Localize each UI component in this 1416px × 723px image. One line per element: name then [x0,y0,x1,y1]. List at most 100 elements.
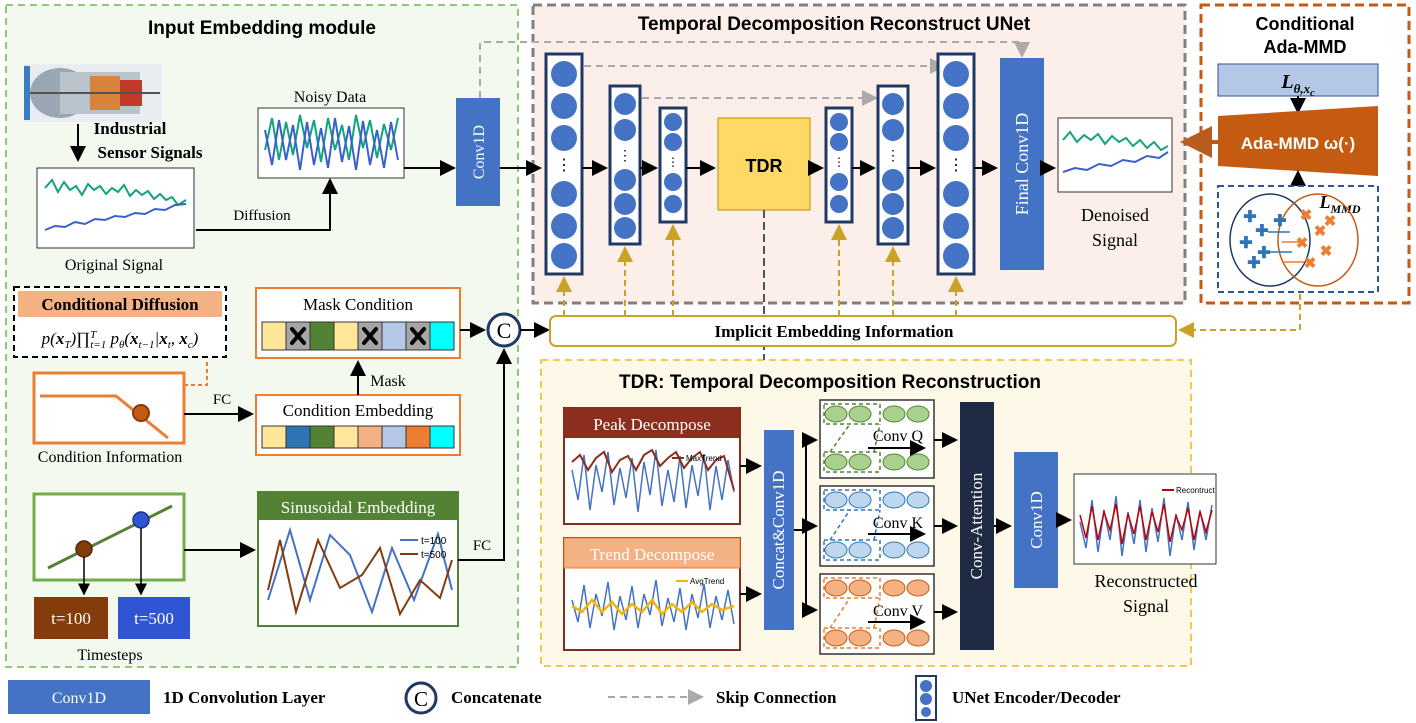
fc-label-1: FC [213,392,231,408]
unet-decoder-block-2: ⋮ [876,84,910,246]
tdr-conv1d-label: Conv1D [1027,491,1046,549]
legend-skip-desc: Skip Connection [716,688,837,707]
svg-text:✖: ✖ [1296,236,1309,252]
svg-text:⋮: ⋮ [833,155,845,169]
trend-signal-blue [571,579,735,631]
conv-v-block [819,573,935,655]
legend-concat-desc: Concatenate [451,688,542,707]
original-signal-green [44,178,187,207]
svg-text:⋮: ⋮ [618,149,632,164]
svg-text:⋮: ⋮ [556,157,572,174]
t500-box [118,597,190,639]
concat-symbol-letter: C [497,318,512,343]
condition-embedding-vector [261,425,455,449]
t100-box [34,597,108,639]
final-conv1d-block[interactable] [1000,58,1044,270]
reconstructed-label-2: Signal [1123,596,1169,616]
condition-to-formula-dashed [184,360,208,386]
legend-conv1d-desc: 1D Convolution Layer [163,688,326,707]
legend-conv1d-swatch [8,680,150,714]
unet-title: Temporal Decomposition Reconstruct UNet [638,14,1031,35]
implicit-embedding-bar [549,315,1177,347]
concat-conv1d-block[interactable] [764,430,794,630]
condition-information-box [32,371,186,445]
conv-k-label: Conv K [873,515,924,532]
tdr-block-label: TDR [746,156,783,176]
svg-text:✖: ✖ [1324,214,1337,230]
conv-attention-label: Conv-Attention [967,472,986,579]
legend-t100-text: t=100 [421,536,447,547]
noisy-signal-green [264,114,399,163]
denoised-label-2: Signal [1092,230,1138,250]
tdr-block[interactable] [717,117,811,211]
timestep-100-point [75,540,93,558]
sinusoidal-embedding-header [258,492,458,520]
svg-text:⋮: ⋮ [948,157,964,174]
skip-connection-outer [479,41,1030,98]
legend-unet-icon [915,675,937,721]
legend-conv1d-text: Conv1D [52,690,106,707]
avgtrend-legend-text: AvgTrend [690,577,724,586]
t500-label: t=500 [134,609,174,628]
mask-condition-vector [261,321,455,351]
recontruct-legend-text: Recontruct [1176,486,1215,495]
svg-text:✖: ✖ [1314,224,1327,240]
svg-text:✖: ✖ [1320,244,1333,260]
unet-encoder-block-1: ⋮ [544,52,584,276]
trend-decompose-label: Trend Decompose [590,545,715,564]
conv-q-block [819,399,935,479]
peak-signal-blue [571,449,735,513]
conv-attention-block[interactable] [960,402,994,650]
svg-text:✚: ✚ [1255,223,1268,240]
turbine-engine-image [24,64,162,122]
svg-text:✚: ✚ [1239,235,1252,252]
tdr-conv1d-block[interactable] [1014,452,1058,588]
conv1d-input-block[interactable] [456,98,500,206]
mmd-loss-label: LMMD [1318,192,1360,216]
legend-t500-text: t=500 [421,550,447,561]
legend-concat-letter: C [414,687,428,711]
denoised-blue [1062,151,1169,173]
conditional-diffusion-header [18,291,222,317]
svg-text:✖: ✖ [1304,256,1317,272]
peak-decompose-label: Peak Decompose [593,415,711,434]
input-module-title: Input Embedding module [148,18,376,39]
unet-encoder-block-2: ⋮ [608,84,642,246]
mmd-target-points: ✖✖✖ ✖✖✖ [1296,208,1337,272]
diffusion-arrow [196,178,338,231]
svg-text:⋮: ⋮ [667,155,679,169]
mask-condition-label: Mask Condition [303,295,414,314]
timestep-500-point [132,511,150,529]
reconstructed-label-1: Reconstructed [1095,571,1198,591]
unet-decoder-block-1: ⋮ [824,106,854,224]
timesteps-label: Timesteps [77,647,142,664]
denoised-label-1: Denoised [1081,205,1149,225]
final-conv1d-label: Final Conv1D [1012,113,1032,216]
tdr-title: TDR: Temporal Decomposition Reconstructi… [619,372,1041,393]
peak-signal-maxtrend [571,448,735,491]
conv1d-input-label: Conv1D [471,125,488,179]
sinusoidal-curve-t500 [267,537,453,617]
condition-embedding-label: Condition Embedding [283,401,434,420]
peak-decompose-header [564,408,740,438]
implicit-embedding-label: Implicit Embedding Information [715,322,955,341]
denoised-green [1062,130,1169,152]
svg-text:✖: ✖ [1300,208,1313,224]
mmd-title-line1: Conditional [1256,14,1355,34]
unet-encoder-block-3: ⋮ [658,106,688,224]
svg-text:✚: ✚ [1257,245,1270,262]
timestep-line [47,504,173,570]
mmd-target-distribution [1277,193,1359,287]
mmd-alignment-arrows [1268,231,1304,263]
fc-label-2: FC [473,538,491,554]
industrial-label: Industrial [94,119,167,138]
trend-decompose-header [563,537,741,569]
condition-curve [40,394,169,440]
sinusoidal-embedding-label: Sinusoidal Embedding [281,498,436,517]
svg-text:✚: ✚ [1273,213,1286,230]
arrow-sinusoidal-to-concat [458,348,512,561]
legend-unet-desc: UNet Encoder/Decoder [952,688,1121,707]
mask-x-icons [290,327,426,345]
ada-mmd-block[interactable] [1218,106,1378,176]
